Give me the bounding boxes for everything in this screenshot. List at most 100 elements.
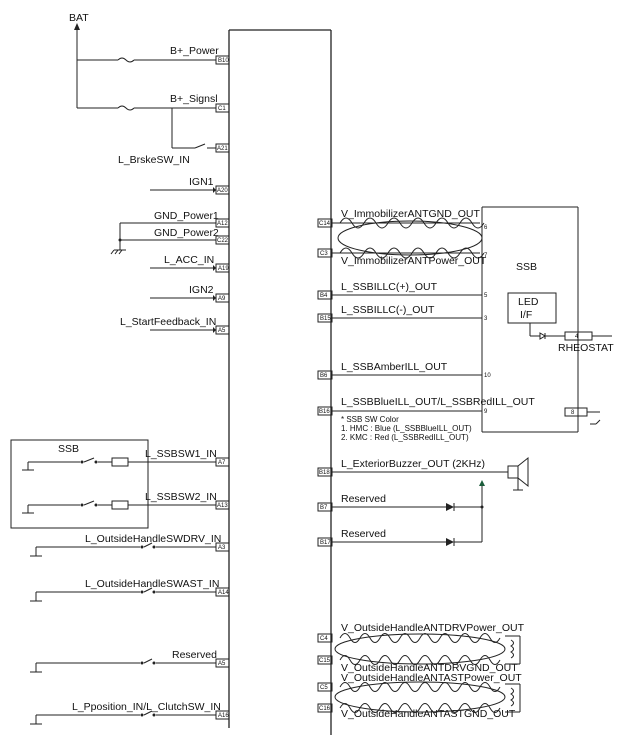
left-signal-brake-sw: L_BrskeSW_IN A21 [118,108,230,166]
right-signal-ssb-amber-ill: B6 L_SSBAmberILL_OUT [317,361,482,380]
svg-text:A21: A21 [217,146,228,152]
svg-text:SSB: SSB [58,443,79,455]
svg-text:A7: A7 [218,460,226,466]
svg-text:10: 10 [484,373,491,379]
left-signal-reserved: Reserved A5 [30,649,230,673]
svg-text:C1: C1 [218,106,226,112]
svg-text:Reserved: Reserved [341,493,386,505]
svg-text:L_OutsideHandleSWDRV_IN: L_OutsideHandleSWDRV_IN [85,533,221,545]
svg-text:Reserved: Reserved [341,528,386,540]
right-signal-ssbillc-plus: B4 L_SSBILLC(+)_OUT [317,281,482,300]
svg-text:9: 9 [484,409,488,415]
left-signal-start-feedback: L_StartFeedback_IN A5 [120,316,230,335]
power-arrow-icon [479,480,485,486]
buzzer-icon [507,465,519,479]
svg-text:A5: A5 [218,661,226,667]
ssb-switch-box: SSB [10,439,149,529]
svg-text:6: 6 [484,225,488,231]
svg-text:V_OutsideHandleANTDRVGND_OUT: V_OutsideHandleANTDRVGND_OUT [341,662,518,674]
svg-text:B4: B4 [320,293,328,299]
svg-text:IGN2: IGN2 [189,284,214,296]
outside-handle-drv-antenna: C4 C15 V_OutsideHandleANTDRVPower_OUT V_… [317,622,525,674]
svg-text:A3: A3 [218,545,226,551]
right-signal-reserved-2: B17 Reserved [317,528,482,547]
svg-text:L_SSBSW1_IN: L_SSBSW1_IN [145,448,217,460]
diode-icon [446,503,454,511]
svg-text:A9: A9 [218,296,226,302]
svg-text:8: 8 [571,410,575,416]
svg-text:L_BrskeSW_IN: L_BrskeSW_IN [118,154,190,166]
immobilizer-antenna-coil: C14 C3 V_ImmobilizerANTGND_OUT V_Immobil… [317,208,487,267]
svg-text:IGN1: IGN1 [189,176,214,188]
svg-text:5: 5 [484,293,488,299]
svg-text:L_SSBBlueILL_OUT/L_SSBRedILL_O: L_SSBBlueILL_OUT/L_SSBRedILL_OUT [341,396,535,408]
svg-text:RHEOSTAT: RHEOSTAT [558,342,614,354]
right-signal-ssbillc-minus: B15 L_SSBILLC(-)_OUT [317,304,482,323]
svg-text:B16: B16 [319,409,330,415]
svg-text:2. KMC : Red (L_SSBRedILL_OUT): 2. KMC : Red (L_SSBRedILL_OUT) [341,433,469,442]
svg-text:4: 4 [575,334,579,340]
svg-text:GND_Power2: GND_Power2 [154,227,219,239]
svg-text:B17: B17 [320,540,331,546]
svg-text:L_SSBSW2_IN: L_SSBSW2_IN [145,491,217,503]
svg-text:LED: LED [518,296,539,308]
svg-text:L_Pposition_IN/L_ClutchSW_IN: L_Pposition_IN/L_ClutchSW_IN [72,701,221,713]
svg-text:V_OutsideHandleANTDRVPower_OUT: V_OutsideHandleANTDRVPower_OUT [341,622,525,634]
svg-text:SSB: SSB [516,261,537,273]
right-signal-exterior-buzzer: B18 L_ExteriorBuzzer_OUT (2KHz) [317,456,529,491]
svg-text:V_ImmobilizerANTGND_OUT: V_ImmobilizerANTGND_OUT [341,208,480,220]
svg-text:A19: A19 [218,266,229,272]
svg-text:L_SSBAmberILL_OUT: L_SSBAmberILL_OUT [341,361,448,373]
left-signal-outside-handle-drv: L_OutsideHandleSWDRV_IN A3 [30,533,230,557]
svg-text:7: 7 [484,253,488,259]
svg-text:C5: C5 [320,685,328,691]
svg-text:Reserved: Reserved [172,649,217,661]
svg-text:B15: B15 [320,316,331,322]
svg-text:L_ExteriorBuzzer_OUT (2KHz): L_ExteriorBuzzer_OUT (2KHz) [341,458,485,470]
svg-text:A12: A12 [217,221,228,227]
svg-text:L_SSBILLC(-)_OUT: L_SSBILLC(-)_OUT [341,304,435,316]
svg-text:B+_Signsl: B+_Signsl [170,93,218,105]
ssb-module: SSB LED I/F RHEOSTAT 6 7 5 3 10 9 4 8 [481,206,614,433]
svg-text:A5: A5 [218,328,226,334]
battery-arrow-icon [74,23,80,30]
svg-text:C14: C14 [319,221,331,227]
svg-text:L_OutsideHandleSWAST_IN: L_OutsideHandleSWAST_IN [85,578,219,590]
svg-text:A14: A14 [218,590,229,596]
right-signal-reserved-1: B7 Reserved [317,493,482,512]
diode-icon [446,538,454,546]
svg-text:B7: B7 [320,505,328,511]
svg-text:I/F: I/F [520,309,532,321]
svg-text:A16: A16 [218,713,229,719]
svg-text:C3: C3 [320,251,328,257]
left-signal-gnd-power: GND_Power1 A12 GND_Power2 C22 [110,210,230,255]
svg-text:GND_Power1: GND_Power1 [154,210,219,222]
svg-text:A20: A20 [217,188,228,194]
svg-text:3: 3 [484,316,488,322]
left-signal-outside-handle-ast: L_OutsideHandleSWAST_IN A14 [30,578,230,602]
left-signal-acc: L_ACC_IN A19 [150,254,230,273]
svg-text:V_OutsideHandleANTASTPower_OUT: V_OutsideHandleANTASTPower_OUT [341,672,522,684]
svg-text:A13: A13 [217,503,228,509]
outside-handle-ast-antenna: C5 C16 V_OutsideHandleANTASTPower_OUT V_… [317,672,522,720]
svg-text:C16: C16 [319,706,331,712]
svg-text:L_StartFeedback_IN: L_StartFeedback_IN [120,316,216,328]
left-signal-ign1: IGN1 A20 [150,176,230,195]
svg-text:C22: C22 [217,238,229,244]
svg-text:V_OutsideHandleANTASTGND_OUT: V_OutsideHandleANTASTGND_OUT [341,708,516,720]
svg-text:V_ImmobilizerANTPower_OUT: V_ImmobilizerANTPower_OUT [341,255,487,267]
svg-text:B+_Power: B+_Power [170,45,219,57]
svg-text:B6: B6 [320,373,328,379]
right-signal-ssb-blue-red-ill: B16 L_SSBBlueILL_OUT/L_SSBRedILL_OUT [317,396,535,416]
left-signal-ign2: IGN2 A9 [150,284,230,303]
svg-text:C15: C15 [319,658,331,664]
left-signal-pposition-clutch: L_Pposition_IN/L_ClutchSW_IN A16 [30,701,230,725]
left-signal-ssbsw2: L_SSBSW2_IN A13 [128,491,230,510]
left-signal-ssbsw1: L_SSBSW1_IN A7 [128,448,230,467]
left-signal-b-signal: B+_Signsl C1 [77,93,230,113]
svg-text:L_SSBILLC(+)_OUT: L_SSBILLC(+)_OUT [341,281,438,293]
ssb-color-note: * SSB SW Color 1. HMC : Blue (L_SSBBlueI… [341,415,472,442]
svg-text:1. HMC : Blue (L_SSBBlueILL_OU: 1. HMC : Blue (L_SSBBlueILL_OUT) [341,424,472,433]
svg-text:B10: B10 [218,58,229,64]
